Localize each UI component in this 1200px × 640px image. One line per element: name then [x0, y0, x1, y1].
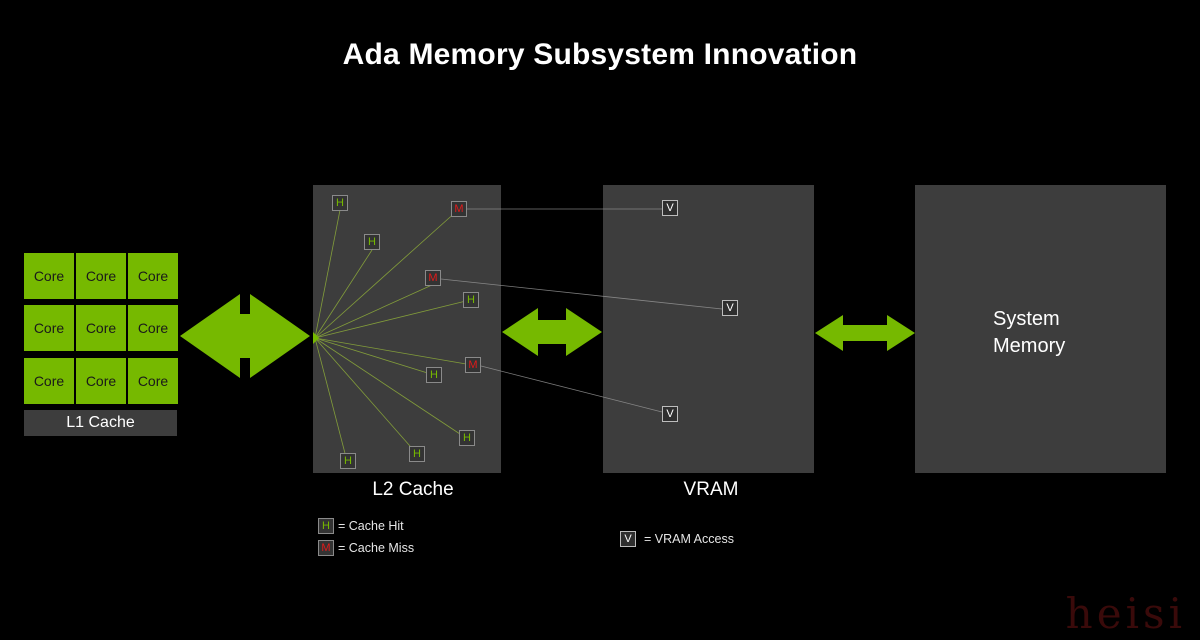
legend-hit-text: = Cache Hit: [338, 519, 404, 533]
core-block: Core: [24, 305, 74, 351]
l1-l2-double-arrow: [180, 294, 310, 378]
system-memory-label-line2: Memory: [993, 335, 1066, 357]
cache-hit-marker: H: [340, 453, 356, 469]
core-block: Core: [128, 253, 178, 299]
cache-hit-marker: H: [332, 195, 348, 211]
system-memory-panel: [915, 185, 1166, 473]
cache-hit-marker: H: [364, 234, 380, 250]
system-memory-label: System Memory: [993, 306, 1065, 360]
system-memory-label-line1: System: [993, 308, 1060, 330]
page-title: Ada Memory Subsystem Innovation: [342, 38, 858, 71]
l2-request-lines: [314, 209, 473, 462]
cache-hit-marker: H: [409, 446, 425, 462]
cache-miss-marker: M: [451, 201, 467, 217]
miss-to-vram-lines: [440, 208, 723, 413]
core-block: Core: [128, 358, 178, 404]
vram-access-marker: V: [662, 200, 678, 216]
l2-vram-double-arrow: [502, 308, 602, 356]
l2-cache-label: L2 Cache: [372, 479, 454, 500]
cache-hit-marker: H: [463, 292, 479, 308]
core-block: Core: [76, 358, 126, 404]
core-block: Core: [76, 253, 126, 299]
vram-panel: [603, 185, 814, 473]
cache-miss-marker: M: [465, 357, 481, 373]
cache-hit-marker: H: [459, 430, 475, 446]
vram-label: VRAM: [683, 479, 739, 500]
l2-origin-marker: [313, 332, 319, 344]
vram-sysmem-double-arrow: [815, 315, 915, 351]
core-block: Core: [24, 358, 74, 404]
vram-access-marker: V: [662, 406, 678, 422]
vram-access-marker: V: [722, 300, 738, 316]
core-block: Core: [24, 253, 74, 299]
legend-miss-text: = Cache Miss: [338, 541, 415, 555]
l2-cache-panel: [313, 185, 501, 473]
legend-hit-symbol: H: [318, 518, 334, 534]
watermark: heisi: [1065, 589, 1186, 638]
core-block: Core: [76, 305, 126, 351]
legend-vram-text: = VRAM Access: [644, 532, 734, 546]
l1-cache-label: L1 Cache: [24, 410, 177, 436]
legend-vram-symbol: V: [620, 531, 636, 547]
cache-hit-marker: H: [426, 367, 442, 383]
legend-miss-symbol: M: [318, 540, 334, 556]
cache-miss-marker: M: [425, 270, 441, 286]
core-block: Core: [128, 305, 178, 351]
